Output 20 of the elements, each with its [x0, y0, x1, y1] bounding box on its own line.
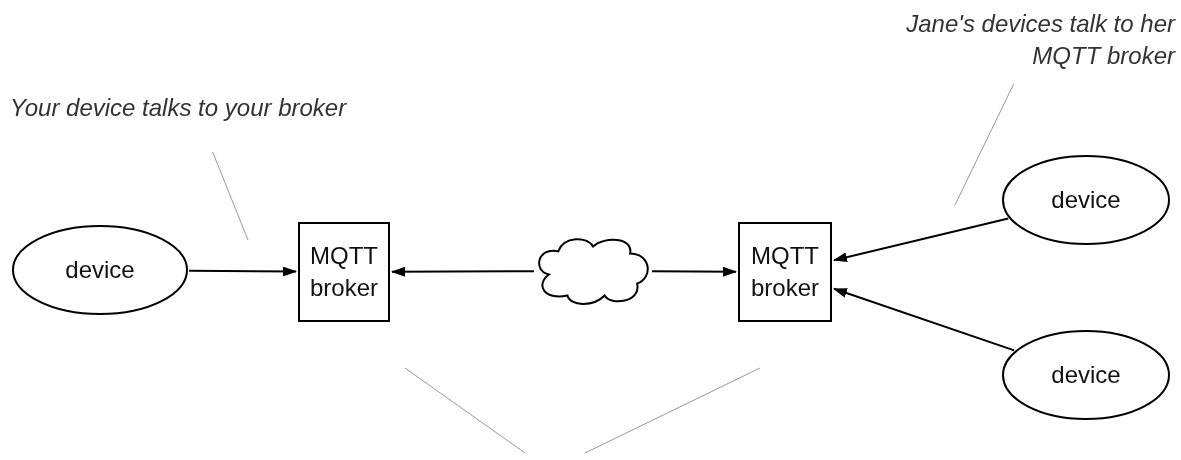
- leader-line: [954, 83, 1015, 206]
- arrow: [188, 266, 297, 277]
- node-label: device: [1051, 359, 1121, 390]
- broker-box: [298, 222, 390, 322]
- node-label: device: [65, 254, 135, 285]
- device-ellipse: [12, 225, 188, 315]
- annotation-text: Your device talks to your broker: [10, 92, 347, 123]
- arrow: [651, 266, 737, 277]
- annotation-text: Jane's devices talk to her MQTT broker: [905, 8, 1175, 71]
- leader-line: [212, 151, 249, 241]
- arrow: [833, 217, 1010, 263]
- device-ellipse: [1002, 330, 1170, 420]
- node-label: MQTT broker: [309, 240, 379, 303]
- broker-box: [738, 222, 832, 322]
- arrow: [833, 287, 1016, 352]
- node-label: MQTT broker: [750, 240, 820, 303]
- device-ellipse: [1002, 155, 1170, 245]
- node-label: device: [1051, 184, 1121, 215]
- cloud-shape: [535, 236, 651, 306]
- arrow: [391, 266, 535, 277]
